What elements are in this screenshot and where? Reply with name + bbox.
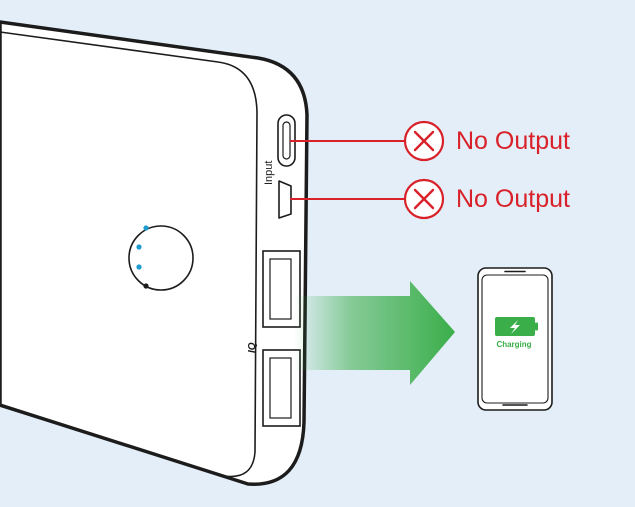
- charging-flow-arrow: [294, 281, 455, 385]
- usb-a-port-1-inner: [269, 258, 292, 320]
- battery-terminal: [535, 322, 538, 331]
- lightning-bolt-icon: [510, 320, 520, 334]
- usb-a-port-2-inner: [269, 357, 292, 419]
- phone-screen: [481, 274, 549, 404]
- charging-status-text: Charging: [496, 340, 531, 349]
- callout-text-1: No Output: [456, 127, 570, 155]
- usb-a-port-2: [262, 349, 301, 427]
- power-bank: Input IQ: [0, 20, 309, 486]
- usb-a-port-1: [262, 250, 301, 328]
- x-circle-icon-stroke-b: [413, 188, 435, 210]
- callout-no-output-1: No Output: [403, 120, 570, 162]
- power-bank-face: [0, 31, 258, 478]
- power-button[interactable]: [128, 225, 194, 291]
- iq-port-label: IQ: [247, 342, 258, 353]
- led-indicator-3: [136, 264, 142, 270]
- led-indicator-2: [136, 244, 142, 250]
- callout-text-2: No Output: [456, 185, 570, 213]
- input-port-label: Input: [263, 161, 275, 185]
- micro-usb-port: [278, 180, 292, 219]
- callout-no-output-2: No Output: [403, 178, 570, 220]
- smartphone: Charging: [477, 267, 553, 411]
- led-indicator-1: [143, 225, 149, 231]
- led-indicator-4: [143, 283, 149, 289]
- x-circle-icon-stroke-b: [413, 130, 435, 152]
